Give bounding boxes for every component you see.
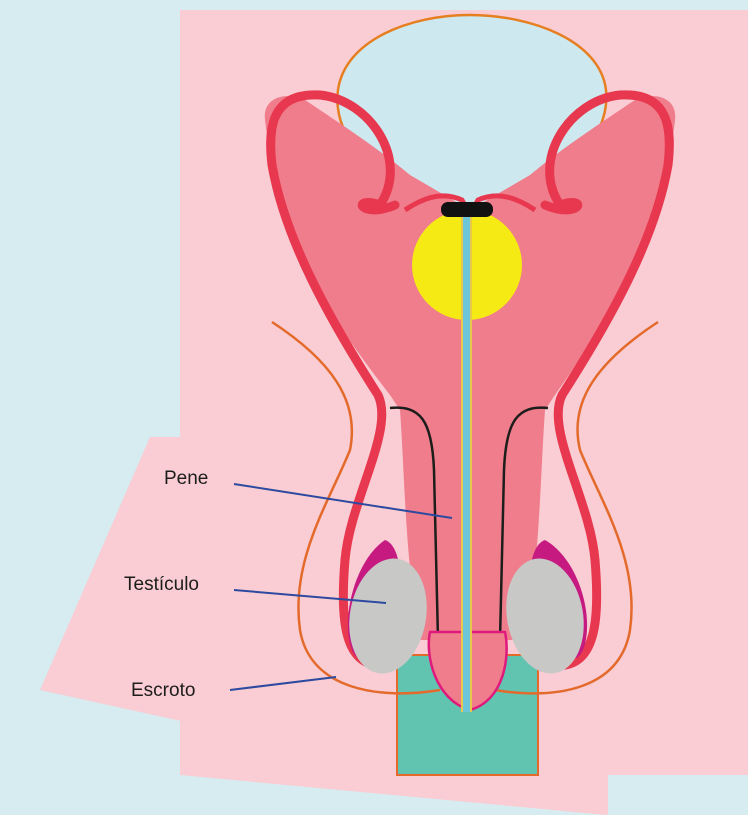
label-pene: Pene [164, 468, 208, 490]
panel-bottom-strip [180, 700, 606, 815]
sphincter [441, 202, 493, 217]
urethra-blue [462, 212, 471, 712]
label-escroto: Escroto [131, 680, 195, 702]
label-testiculo: Testículo [124, 574, 199, 596]
